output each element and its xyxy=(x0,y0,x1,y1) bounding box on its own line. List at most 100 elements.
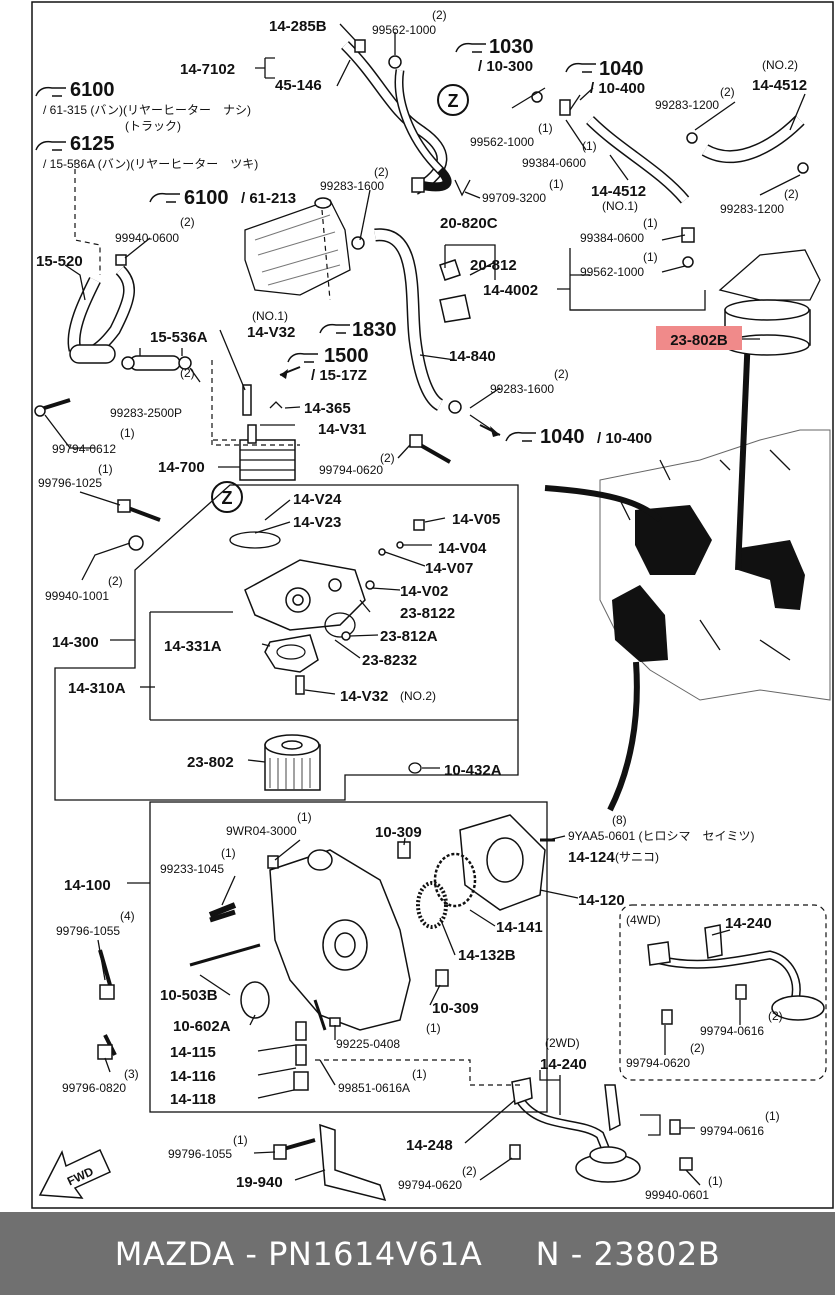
label-10-309-a: 10-309 xyxy=(375,824,422,841)
label-99794-0616-2wd-qty: (1) xyxy=(765,1109,780,1123)
label-15-536a: 15-536A xyxy=(150,329,208,346)
label-99940-0601-qty: (1) xyxy=(708,1174,723,1188)
label-99283-2500p-qty: (2) xyxy=(180,366,195,380)
label-99796-0820-qty: (3) xyxy=(124,1067,139,1081)
label-99225-0408-qty: (1) xyxy=(426,1021,441,1035)
dashed-guide-6125 xyxy=(74,160,101,275)
label-14-4512-no1: 14-4512 xyxy=(591,183,646,200)
leader-lines xyxy=(44,23,806,1186)
label-99796-1055-top-qty: (4) xyxy=(120,909,135,923)
label-ref-1040-top-sub: / 10-400 xyxy=(590,80,645,97)
oil-cooler-illustration xyxy=(239,384,296,481)
label-99794-0620-4wd-qty: (2) xyxy=(690,1041,705,1055)
label-99794-0620-top: 99794-0620 xyxy=(319,463,383,477)
dashed-guide-6100 xyxy=(321,209,331,301)
label-14-v23: 14-V23 xyxy=(293,514,341,531)
label-99709-3200-qty: (1) xyxy=(549,177,564,191)
label-19-940: 19-940 xyxy=(236,1174,283,1191)
label-99794-0616-4wd: 99794-0616 xyxy=(700,1024,764,1038)
filter-adapter-illustration xyxy=(229,531,366,673)
label-20-812: 20-812 xyxy=(470,257,517,274)
label-99562-1000-mid: 99562-1000 xyxy=(470,135,534,149)
label-99794-0620-top-qty: (2) xyxy=(380,451,395,465)
label-99384-0600-top-qty: (1) xyxy=(582,139,597,153)
highlight-callout-23-802b: 23-802B xyxy=(656,326,742,350)
label-14-310a: 14-310A xyxy=(68,680,126,697)
hoses-illustration xyxy=(67,41,805,411)
label-14-100: 14-100 xyxy=(64,877,111,894)
label-99940-1001: 99940-1001 xyxy=(45,589,109,603)
label-10-602a: 10-602A xyxy=(173,1018,231,1035)
label-ref-6100-b-sub: / 61-213 xyxy=(241,190,296,207)
label-no1: (NO.1) xyxy=(602,199,638,213)
label-23-8232: 23-8232 xyxy=(362,652,417,669)
label-ref-6100-a: 6100 xyxy=(70,79,115,101)
group-frame-14-100 xyxy=(149,801,548,1113)
label-14-331a: 14-331A xyxy=(164,638,222,655)
label-99283-1200-mid: 99283-1200 xyxy=(720,202,784,216)
label-99940-0600: 99940-0600 xyxy=(115,231,179,245)
label-99794-0620-2wd: 99794-0620 xyxy=(398,1178,462,1192)
label-99283-2500p: 99283-2500P xyxy=(110,406,182,420)
label-ref-1040-top: 1040 xyxy=(599,58,644,80)
view-marker-z-1: Z xyxy=(437,84,469,116)
label-2wd: (2WD) xyxy=(545,1036,580,1050)
label-99283-1600-top: 99283-1600 xyxy=(320,179,384,193)
group-frame-4wd xyxy=(619,904,827,1081)
label-99851-0616a: 99851-0616A xyxy=(338,1081,410,1095)
label-10-503b: 10-503B xyxy=(160,987,218,1004)
label-99283-1200-top: 99283-1200 xyxy=(655,98,719,112)
label-99796-1025-qty: (1) xyxy=(98,462,113,476)
label-14-840: 14-840 xyxy=(449,348,496,365)
label-99796-1055-top: 99796-1055 xyxy=(56,924,120,938)
label-14-365: 14-365 xyxy=(304,400,351,417)
label-no1-v32: (NO.1) xyxy=(252,309,288,323)
label-no2: (NO.2) xyxy=(762,58,798,72)
label-ref-1040-mid: 1040 xyxy=(540,426,585,448)
label-99794-0612-qty: (1) xyxy=(120,426,135,440)
label-99794-0612: 99794-0612 xyxy=(52,442,116,456)
label-99940-0600-qty: (2) xyxy=(180,215,195,229)
label-99562-1000-r: 99562-1000 xyxy=(580,265,644,279)
label-9yaa5-0601: 9YAA5-0601 (ヒロシマ セイミツ) xyxy=(568,829,755,843)
view-marker-z-2: Z xyxy=(211,481,243,513)
label-99709-3200: 99709-3200 xyxy=(482,191,546,205)
label-10-309-b: 10-309 xyxy=(432,1000,479,1017)
label-99794-0620-4wd: 99794-0620 xyxy=(626,1056,690,1070)
label-ref-6125-sub: / 15-536A (バン)(リヤーヒーター ツキ) xyxy=(43,157,258,171)
label-14-4512-no2: 14-4512 xyxy=(752,77,807,94)
diagram-frame xyxy=(31,1,834,1209)
label-15-520: 15-520 xyxy=(36,253,83,270)
dashed-guide-oil-cooler xyxy=(211,360,300,446)
label-14-v04: 14-V04 xyxy=(438,540,487,557)
label-ref-1830: 1830 xyxy=(352,319,397,341)
label-14-7102: 14-7102 xyxy=(180,61,235,78)
oil-strainer-2wd-illustration xyxy=(511,1077,641,1183)
label-20-820c: 20-820C xyxy=(440,215,498,232)
label-ref-1500-sub: / 15-17Z xyxy=(311,367,367,384)
label-ref-1040-mid-sub: / 10-400 xyxy=(597,430,652,447)
parts-diagram: Z Z xyxy=(31,1,834,1209)
heater-unit-illustration xyxy=(244,197,351,296)
label-99940-1001-qty: (2) xyxy=(108,574,123,588)
label-14-v32-top: 14-V32 xyxy=(247,324,295,341)
label-10-432a: 10-432A xyxy=(444,762,502,779)
label-99562-1000-r-qty: (1) xyxy=(643,250,658,264)
fasteners-illustration xyxy=(34,39,809,1171)
group-frame-14-300 xyxy=(54,484,519,801)
label-99225-0408: 99225-0408 xyxy=(336,1037,400,1051)
view-marker-letter: Z xyxy=(222,488,233,508)
label-45-146: 45-146 xyxy=(275,77,322,94)
label-14-115: 14-115 xyxy=(170,1044,216,1061)
label-14-141: 14-141 xyxy=(496,919,543,936)
label-ref-1030: 1030 xyxy=(489,36,534,58)
oil-filter-right-illustration xyxy=(718,249,821,356)
pointer-line-bottom xyxy=(607,661,640,812)
pointer-line-filter xyxy=(735,334,751,571)
label-23-802: 23-802 xyxy=(187,754,234,771)
label-ref-6100-a-sub: / 61-315 (バン)(リヤーヒーター ナシ) xyxy=(43,103,251,117)
label-99794-0616-4wd-qty: (2) xyxy=(768,1009,783,1023)
label-99384-0600-top: 99384-0600 xyxy=(522,156,586,170)
label-14-v02: 14-V02 xyxy=(400,583,448,600)
label-99283-1600-low: 99283-1600 xyxy=(490,382,554,396)
